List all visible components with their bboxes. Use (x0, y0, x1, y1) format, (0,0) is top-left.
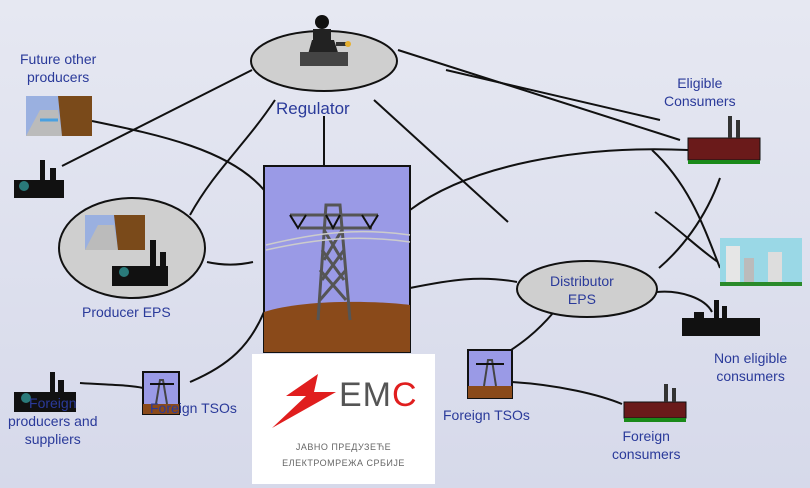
label-foreign-tsos-left: Foreign TSOs (150, 400, 237, 416)
power-plant-icon-producer (112, 240, 168, 286)
wire-regulator-eligible2 (445, 69, 661, 121)
wire-distributor-noneligible (656, 290, 713, 313)
label-foreign-tsos-right: Foreign TSOs (443, 407, 530, 423)
logo-line1: ЈАВНО ПРЕДУЗЕЋЕ (295, 442, 392, 452)
distributor-eps-ellipse (516, 260, 658, 318)
tso-tower-icon-left (142, 371, 180, 415)
wire-distributor-tso-right (503, 312, 554, 356)
transmission-grid-icon (263, 165, 411, 353)
power-plant-icon-foreign (14, 372, 76, 412)
wire-future-grid (91, 120, 265, 191)
label-foreign-producers: Foreign producers and suppliers (8, 395, 98, 447)
label-distributor-eps: Distributor EPS (550, 273, 614, 307)
label-regulator: Regulator (276, 99, 350, 118)
lightning-logo-icon (272, 374, 336, 428)
wire-tso-right-consumers (511, 381, 623, 405)
wire-regulator-eligible (397, 49, 681, 141)
wire-grid-tso-left (189, 311, 265, 383)
wire-distributor-eligible (658, 177, 721, 269)
wire-regulator-future (61, 69, 253, 167)
wire-eligible-cross2 (654, 211, 719, 263)
label-foreign-consumers: Foreign consumers (612, 428, 681, 462)
emc-logo: EMC ЈАВНО ПРЕДУЗЕЋЕ ЕЛЕКТРОМРЕЖА СРБИЈЕ (252, 354, 435, 484)
eligible-factory-icon (687, 116, 761, 164)
hydro-dam-icon (26, 96, 92, 136)
tso-tower-icon-right (467, 349, 513, 399)
regulator-person-icon (300, 15, 351, 66)
logo-line2: ЕЛЕКТРОМРЕЖА СРБИЈЕ (282, 458, 405, 468)
producer-dam-icon (85, 215, 145, 250)
wire-grid-eligible (409, 148, 689, 211)
foreign-consumer-factory-icon (623, 384, 687, 422)
label-future-producers: Future other producers (20, 51, 97, 85)
city-icon (720, 238, 802, 286)
logo-brand: EMC (339, 376, 418, 414)
wire-regulator-distributor (373, 99, 509, 223)
wire-grid-distributor (409, 277, 518, 289)
non-eligible-factory-icon (682, 300, 760, 336)
wire-foreign-tso-left (79, 382, 144, 389)
wire-eligible-cross1 (651, 149, 721, 269)
label-producer-eps: Producer EPS (82, 304, 171, 320)
wire-regulator-producer (189, 99, 276, 216)
wire-producer-grid (206, 261, 254, 266)
label-non-eligible: Non eligible consumers (714, 350, 788, 384)
label-eligible-consumers: Eligible Consumers (664, 75, 736, 109)
power-plant-icon-left (14, 160, 64, 198)
